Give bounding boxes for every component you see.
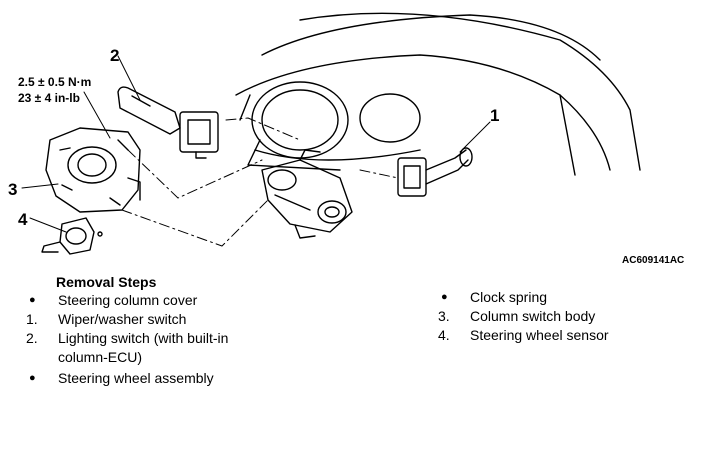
step-text: Column switch body: [470, 308, 596, 324]
step-marker: ●: [29, 294, 36, 306]
step-steering-column-cover: ● Steering column cover: [26, 291, 386, 310]
instrument-cluster: [247, 81, 421, 171]
step-marker: ●: [29, 372, 36, 384]
callout-2: 2: [110, 46, 120, 65]
step-text-continued: column-ECU): [58, 349, 143, 365]
steering-wheel-sensor: [41, 217, 103, 255]
step-clock-spring: ● Clock spring: [438, 288, 708, 307]
guide-lines: [121, 117, 399, 247]
torque-spec: 2.5 ± 0.5 N·m 23 ± 4 in-lb: [18, 74, 91, 106]
dashboard-outline: [235, 12, 641, 176]
callout-1: 1: [490, 106, 500, 125]
removal-steps-left: ● Steering column cover 1. Wiper/washer …: [26, 291, 386, 388]
torque-nm: 2.5 ± 0.5 N·m: [18, 75, 92, 89]
exploded-view-diagram: [21, 12, 641, 255]
step-column-switch-body: 3. Column switch body: [438, 307, 708, 326]
steering-column-body: [261, 149, 353, 239]
removal-steps-title: Removal Steps: [56, 274, 157, 290]
column-switch-body: [45, 127, 141, 213]
callout-4: 4: [18, 210, 28, 229]
step-text: Lighting switch (with built-in: [58, 330, 229, 346]
wiper-washer-switch: [397, 147, 473, 197]
step-lighting-switch: 2. Lighting switch (with built-in column…: [26, 329, 386, 367]
step-text: Steering wheel assembly: [58, 370, 214, 386]
leader-lines: [21, 55, 491, 233]
step-steering-wheel-assembly: ● Steering wheel assembly: [26, 369, 386, 388]
step-text: Steering column cover: [58, 292, 198, 308]
step-steering-wheel-sensor: 4. Steering wheel sensor: [438, 326, 708, 345]
callout-3: 3: [8, 180, 18, 199]
step-marker: ●: [441, 291, 448, 303]
lighting-switch: [117, 86, 219, 159]
step-wiper-washer-switch: 1. Wiper/washer switch: [26, 310, 386, 329]
step-text: Wiper/washer switch: [58, 311, 187, 327]
step-marker: 2.: [26, 330, 38, 346]
removal-steps-right: ● Clock spring 3. Column switch body 4. …: [438, 288, 708, 345]
step-text: Steering wheel sensor: [470, 327, 609, 343]
figure-id: AC609141AC: [622, 255, 685, 266]
step-marker: 4.: [438, 327, 450, 343]
torque-inlb: 23 ± 4 in-lb: [18, 91, 80, 105]
step-text: Clock spring: [470, 289, 548, 305]
step-marker: 1.: [26, 311, 38, 327]
step-marker: 3.: [438, 308, 450, 324]
